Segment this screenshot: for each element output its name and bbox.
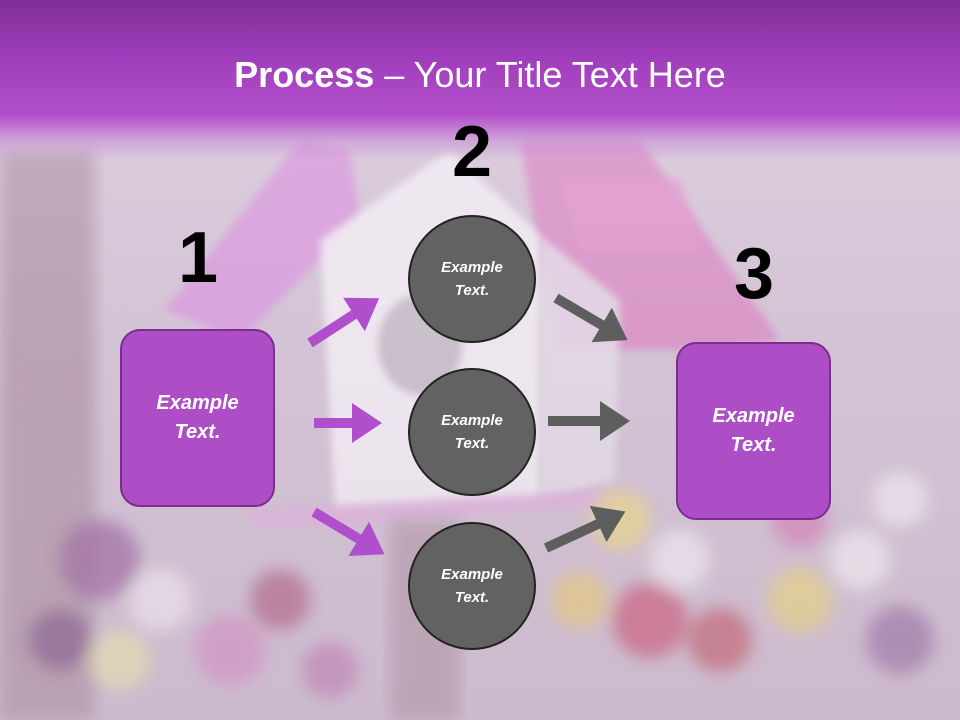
arrow-right-up-icon bbox=[307, 297, 380, 348]
arrow-right-down-icon bbox=[553, 293, 628, 343]
step-2-circle-2: Example Text. bbox=[408, 368, 536, 496]
title-rest: – Your Title Text Here bbox=[374, 54, 726, 95]
step-2-circle-1: Example Text. bbox=[408, 215, 536, 343]
title-band bbox=[0, 0, 960, 160]
step-number-2: 2 bbox=[451, 112, 493, 192]
step-number-1: 1 bbox=[177, 218, 219, 298]
step-3-box: Example Text. bbox=[676, 342, 831, 520]
title-bold: Process bbox=[234, 54, 375, 95]
arrow-right-down-icon bbox=[311, 507, 385, 556]
arrow-right-up-icon bbox=[543, 505, 626, 553]
step-1-box: Example Text. bbox=[120, 329, 275, 507]
slide-title: Process – Your Title Text Here bbox=[0, 52, 960, 98]
step-number-3: 3 bbox=[733, 234, 775, 314]
step-2-circle-3: Example Text. bbox=[408, 522, 536, 650]
